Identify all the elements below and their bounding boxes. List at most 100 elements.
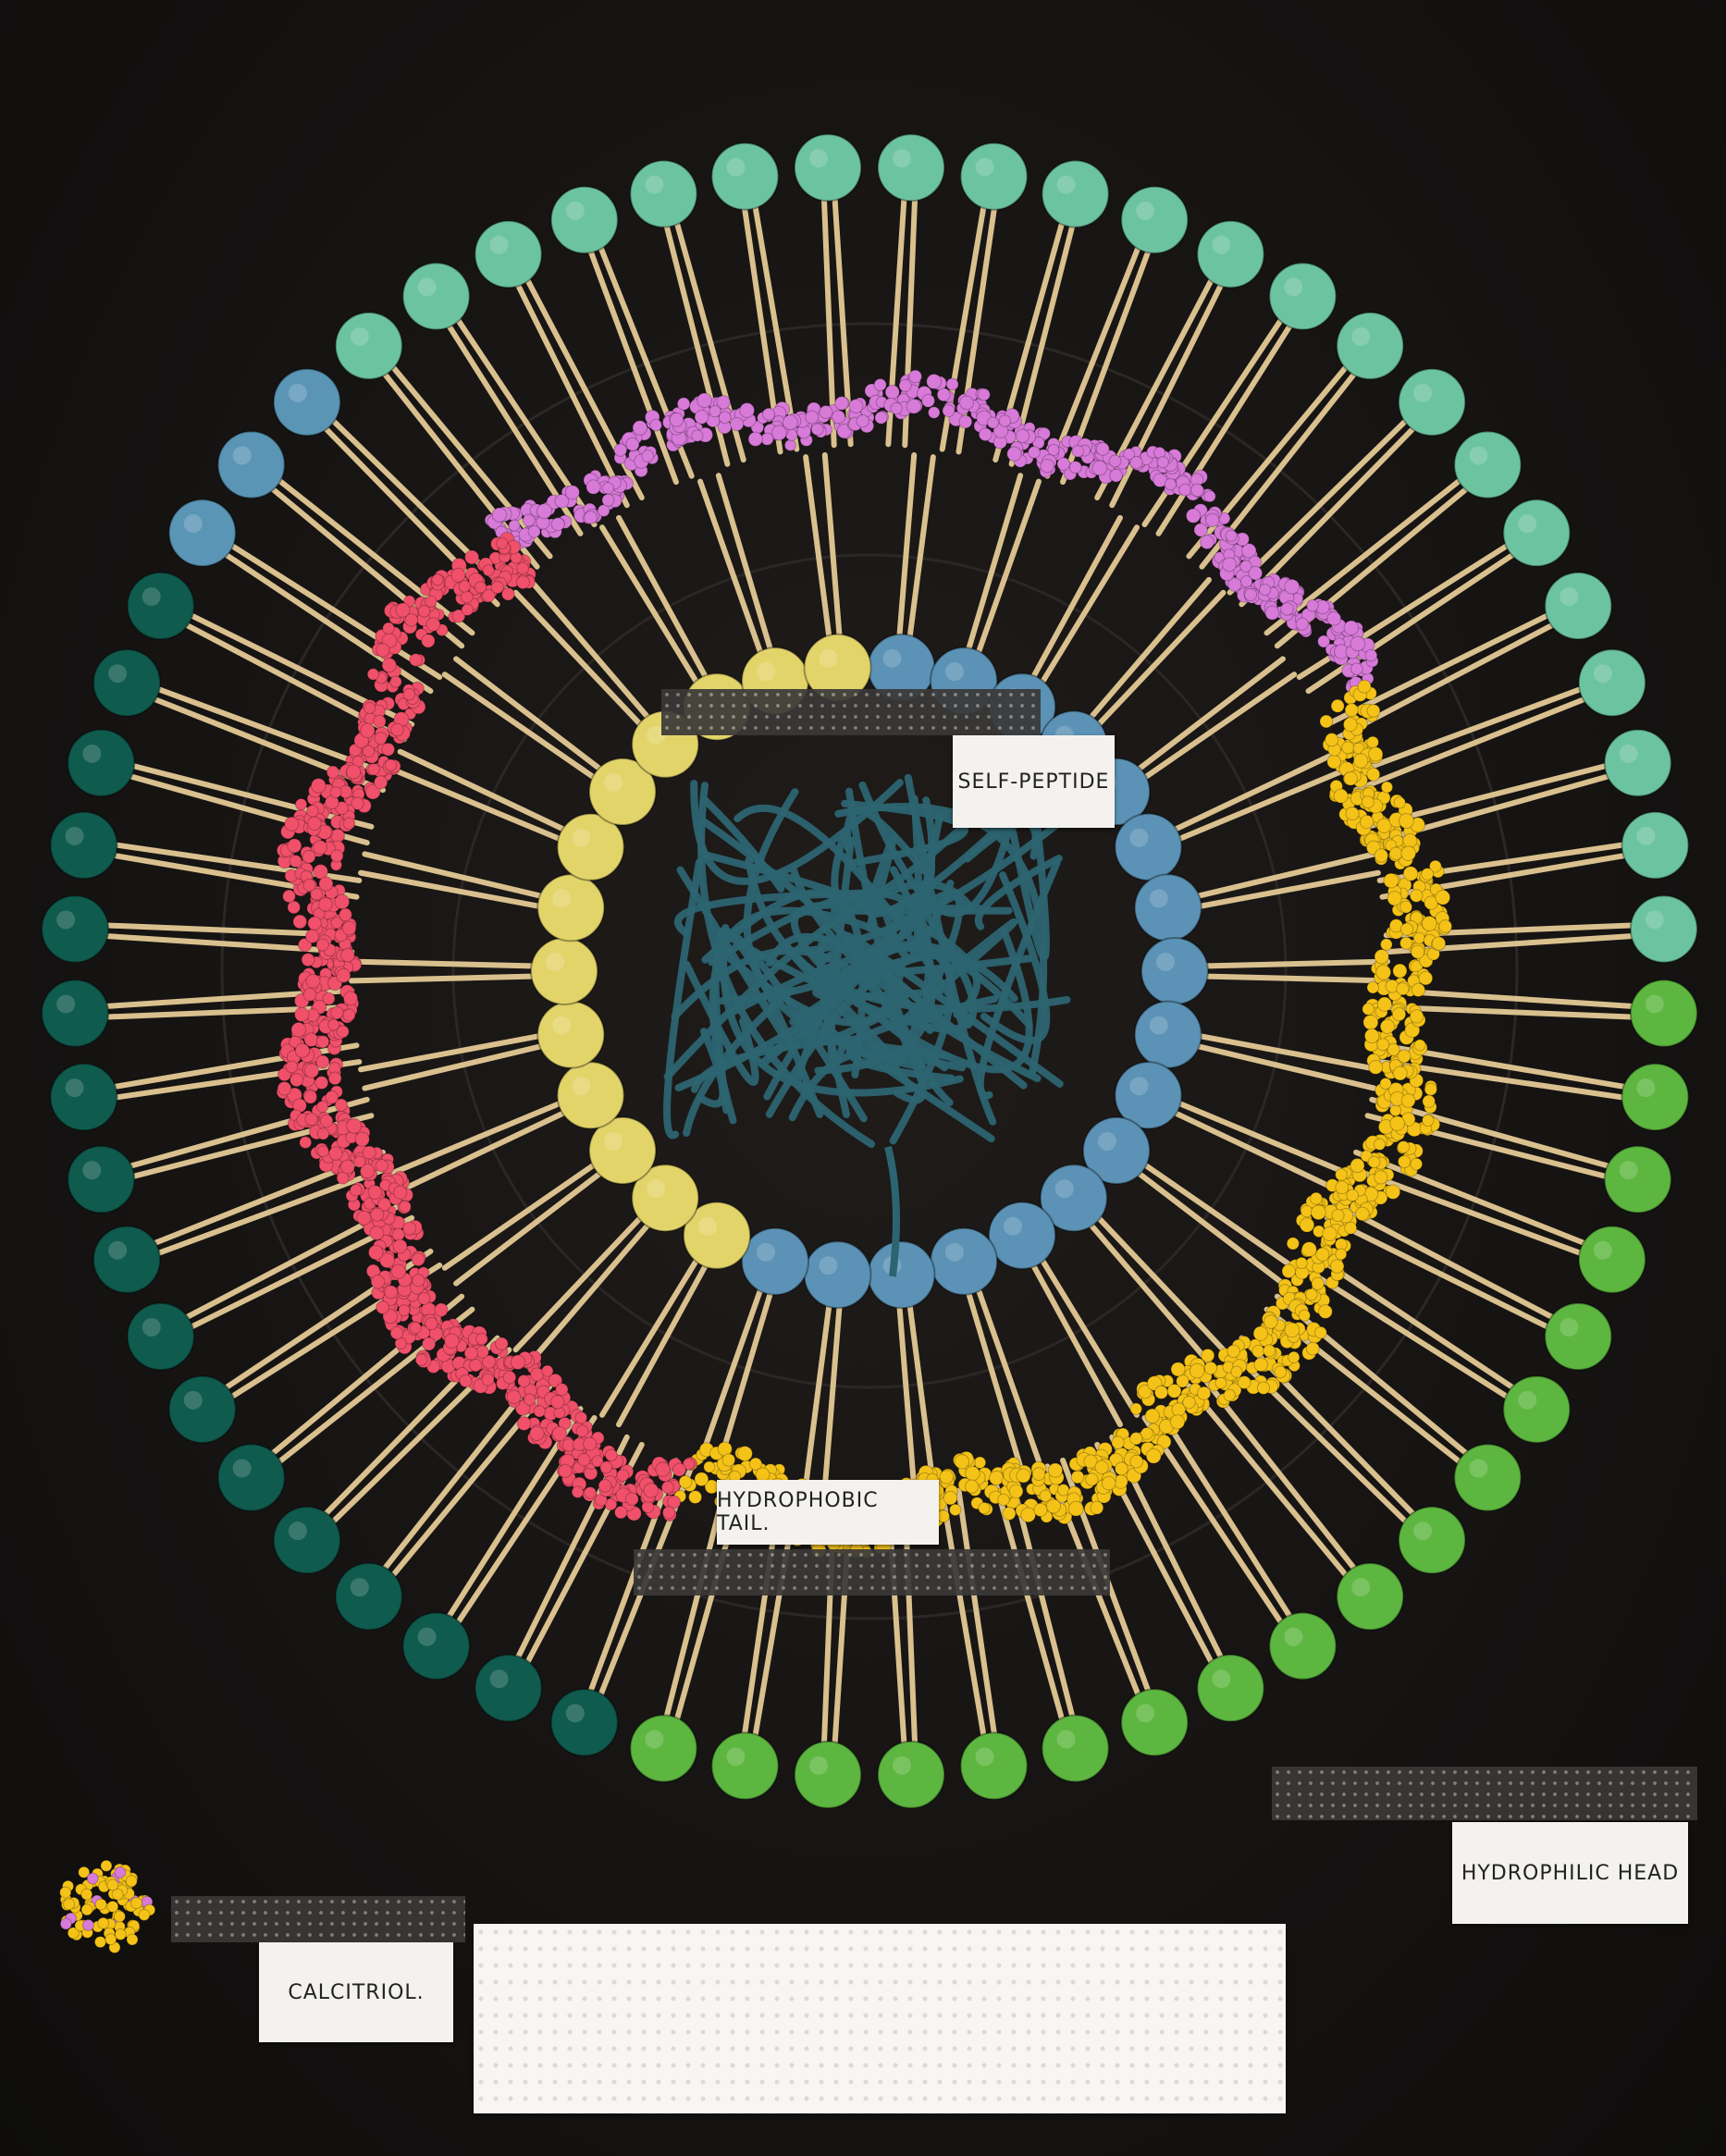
matchstick-tail <box>1264 458 1487 636</box>
yarn-strand <box>980 871 1051 1044</box>
bead <box>1239 574 1253 588</box>
head-highlight <box>1469 446 1488 465</box>
bead <box>782 414 798 431</box>
matchstick-tail <box>1379 1042 1659 1095</box>
bead <box>586 479 601 495</box>
clay-head <box>1120 1688 1190 1757</box>
inner-lipid <box>1039 1164 1227 1366</box>
head-highlight <box>108 664 128 684</box>
matchstick-tail <box>1347 675 1613 778</box>
head-highlight <box>417 277 437 297</box>
clay-head <box>1336 311 1405 380</box>
bead <box>318 896 333 912</box>
bead <box>395 602 411 618</box>
bead <box>709 404 721 418</box>
bead <box>908 369 922 384</box>
bead <box>1342 717 1358 733</box>
bead <box>1311 1276 1325 1290</box>
matchstick-tail <box>1067 1198 1212 1366</box>
bead <box>1343 771 1358 786</box>
outer-lipid <box>1264 430 1523 649</box>
bead <box>1299 1217 1315 1233</box>
matchstick-tail <box>397 748 596 846</box>
bead <box>1156 1434 1172 1449</box>
matchstick-tail <box>1147 1088 1350 1177</box>
head-highlight <box>1004 1216 1022 1236</box>
clay-head <box>549 185 619 254</box>
bead <box>1428 859 1442 873</box>
matchstick-tail <box>656 1475 731 1750</box>
matchstick-tail <box>72 1004 356 1021</box>
head-highlight <box>572 1077 591 1096</box>
bead <box>1281 1263 1297 1279</box>
bead <box>551 1425 568 1442</box>
matchstick-tail <box>1008 1475 1083 1750</box>
matchstick-tail <box>1296 1262 1537 1417</box>
bead <box>810 423 824 437</box>
bead <box>1039 1489 1053 1503</box>
matchstick-tail <box>903 1271 936 1488</box>
head-highlight <box>142 587 161 607</box>
bead <box>327 1018 340 1031</box>
clay-head <box>1268 1611 1338 1681</box>
outer-lipid <box>1347 1149 1646 1294</box>
bead <box>1387 1042 1400 1056</box>
braille-description-sheet <box>474 1924 1286 2113</box>
bead <box>1362 1014 1379 1030</box>
bead <box>314 1076 329 1090</box>
matchstick-tail <box>616 514 724 708</box>
bead <box>390 1263 407 1280</box>
matchstick-tail <box>1143 748 1342 846</box>
bead <box>1182 1395 1196 1410</box>
bead <box>342 817 356 831</box>
head-highlight <box>944 1242 964 1262</box>
outer-lipid <box>1296 1248 1572 1444</box>
bead <box>548 1373 563 1388</box>
matchstick-tail <box>1384 987 1668 1012</box>
bead <box>307 816 322 831</box>
bead <box>599 1460 613 1474</box>
bead <box>1397 1140 1411 1153</box>
clay-head <box>1398 1506 1467 1575</box>
bead <box>890 401 903 415</box>
bead <box>1387 891 1402 906</box>
clay-head <box>1621 1063 1690 1132</box>
clay-head <box>167 1374 237 1444</box>
matchstick-tail <box>616 1235 724 1428</box>
bead <box>1284 578 1301 595</box>
bead <box>574 1411 588 1424</box>
bead <box>1400 1093 1416 1108</box>
matchstick-tail <box>126 675 392 778</box>
head-highlight <box>819 1256 838 1275</box>
bead <box>1129 1454 1144 1469</box>
clay-head <box>67 1145 136 1214</box>
bead <box>1410 1157 1424 1171</box>
outer-lipid <box>401 262 598 536</box>
matchstick-tail <box>160 1214 415 1344</box>
head-highlight <box>546 953 564 971</box>
inner-lipid <box>441 656 658 827</box>
yarn-strand <box>797 1008 995 1143</box>
head-highlight <box>808 149 828 168</box>
head-highlight <box>1284 277 1303 297</box>
matchstick-tail <box>1227 395 1432 596</box>
matchstick-tail <box>500 253 630 509</box>
clay-head <box>1268 262 1338 331</box>
matchstick-tail <box>1074 589 1227 750</box>
bead <box>1008 1484 1024 1499</box>
bead <box>458 580 472 593</box>
matchstick-tail <box>453 656 628 792</box>
bead <box>1397 1049 1412 1064</box>
yarn-strand <box>788 1048 908 1122</box>
head-highlight <box>565 201 585 220</box>
bead <box>1373 1138 1387 1151</box>
bead <box>1298 1309 1311 1322</box>
label-calcitriol: CALCITRIOL. <box>259 1942 453 2042</box>
bead <box>874 411 888 425</box>
matchstick-tail <box>1008 192 1083 467</box>
bead <box>434 1302 449 1317</box>
bead <box>329 786 342 799</box>
clay-head <box>536 1000 606 1069</box>
bead <box>517 1374 531 1388</box>
matchstick-tail <box>441 671 623 798</box>
